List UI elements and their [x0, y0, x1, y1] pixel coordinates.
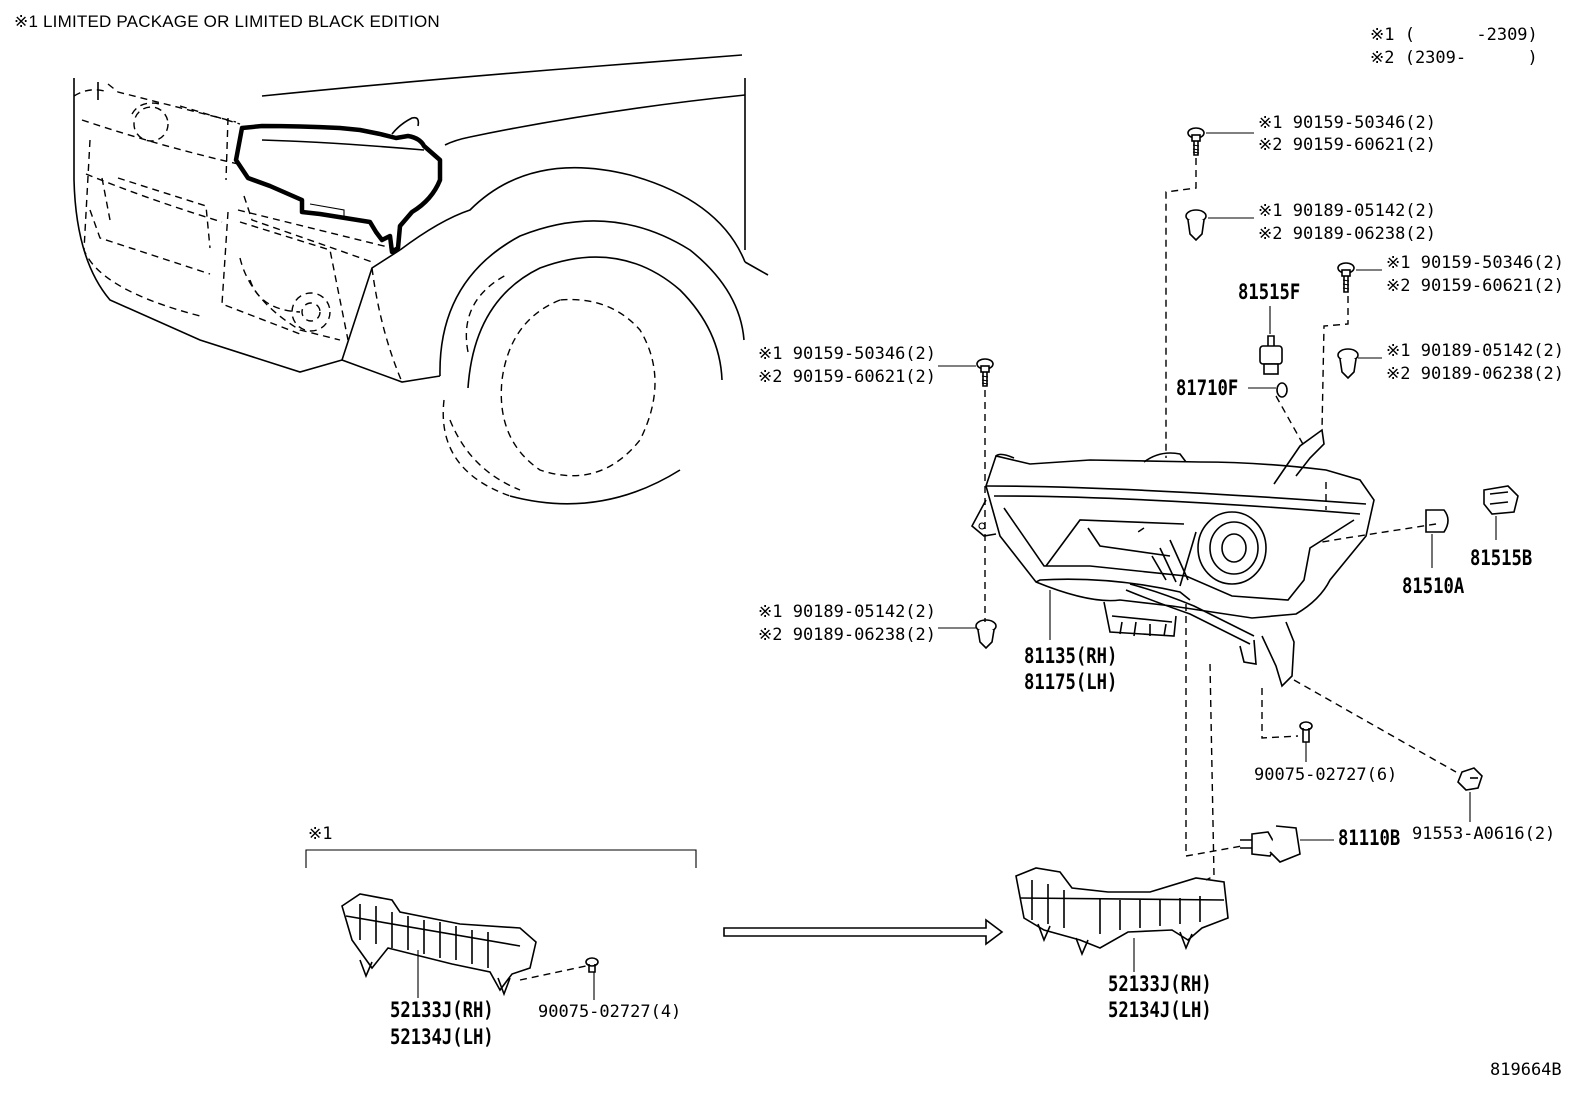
part-number-bracket-std-lh[interactable]: 52134J(LH) [1108, 998, 1212, 1022]
part-number-clip-left-v1[interactable]: ※1 90189-05142(2) [758, 602, 937, 622]
headlamp-assembly-illustration [970, 428, 1375, 688]
clip-icon [975, 619, 997, 650]
part-number-screw-top-a-v2[interactable]: ※2 90159-60621(2) [1258, 135, 1437, 155]
part-number-bracket-std-rh[interactable]: 52133J(RH) [1108, 972, 1212, 996]
part-number-clip-top-a-v2[interactable]: ※2 90189-06238(2) [1258, 224, 1437, 244]
part-number-headlamp-bulb[interactable]: 81110B [1338, 826, 1401, 850]
leader-lines [305, 132, 1497, 1000]
bolt-icon [1457, 767, 1483, 791]
screw-icon [585, 957, 599, 973]
part-number-bracket-limited-lh[interactable]: 52134J(LH) [390, 1025, 494, 1049]
legend-note: ※1 LIMITED PACKAGE OR LIMITED BLACK EDIT… [14, 12, 440, 31]
part-number-screw-top-b-v2[interactable]: ※2 90159-60621(2) [1386, 276, 1565, 296]
part-number-headlamp-lh[interactable]: 81175(LH) [1024, 670, 1118, 694]
clip-icon [1337, 348, 1359, 380]
part-number-screw-bracket-limited[interactable]: 90075-02727(4) [538, 1002, 682, 1022]
clip-icon [1185, 209, 1207, 242]
bracket-std-illustration [1015, 867, 1229, 957]
bulb-icon [1259, 335, 1283, 375]
limited-group-mark: ※1 [308, 824, 333, 844]
part-number-screw-top-a-v1[interactable]: ※1 90159-50346(2) [1258, 113, 1437, 133]
bracket-limited-illustration [341, 893, 537, 997]
screw-icon [976, 358, 994, 387]
marker-socket-icon [1483, 485, 1519, 515]
part-number-headlamp-rh[interactable]: 81135(RH) [1024, 644, 1118, 668]
production-range-1: ※1 ( -2309) [1370, 25, 1538, 45]
screw-icon [1337, 262, 1355, 293]
vehicle-front-illustration [73, 54, 769, 505]
part-number-clip-top-a-v1[interactable]: ※1 90189-05142(2) [1258, 201, 1437, 221]
screw-icon [1187, 127, 1205, 156]
screw-icon [1299, 721, 1313, 743]
part-number-bracket-limited-rh[interactable]: 52133J(RH) [390, 998, 494, 1022]
part-number-screw-top-b-v1[interactable]: ※1 90159-50346(2) [1386, 253, 1565, 273]
fastener-glyphs [585, 127, 1519, 973]
part-number-clip-top-b-v1[interactable]: ※1 90189-05142(2) [1386, 341, 1565, 361]
headlamp-bulb-icon [1240, 825, 1301, 863]
part-number-side-marker-socket[interactable]: 81515B [1470, 546, 1533, 570]
socket-icon [1276, 382, 1288, 398]
marker-lens-icon [1425, 509, 1449, 533]
part-number-screw-left-v2[interactable]: ※2 90159-60621(2) [758, 367, 937, 387]
part-number-bolt-lower[interactable]: 91553-A0616(2) [1412, 824, 1556, 844]
illustration-number: 819664B [1490, 1060, 1562, 1080]
assembly-guides [519, 158, 1457, 981]
part-number-bulb-socket[interactable]: 81710F [1176, 376, 1239, 400]
part-number-screw-lower[interactable]: 90075-02727(6) [1254, 765, 1398, 785]
part-number-clip-top-b-v2[interactable]: ※2 90189-06238(2) [1386, 364, 1565, 384]
production-range-2: ※2 (2309- ) [1370, 48, 1538, 68]
part-number-side-marker-bulb[interactable]: 81510A [1402, 574, 1465, 598]
part-number-clip-left-v2[interactable]: ※2 90189-06238(2) [758, 625, 937, 645]
part-number-screw-left-v1[interactable]: ※1 90159-50346(2) [758, 344, 937, 364]
part-number-bulb-position[interactable]: 81515F [1238, 280, 1301, 304]
